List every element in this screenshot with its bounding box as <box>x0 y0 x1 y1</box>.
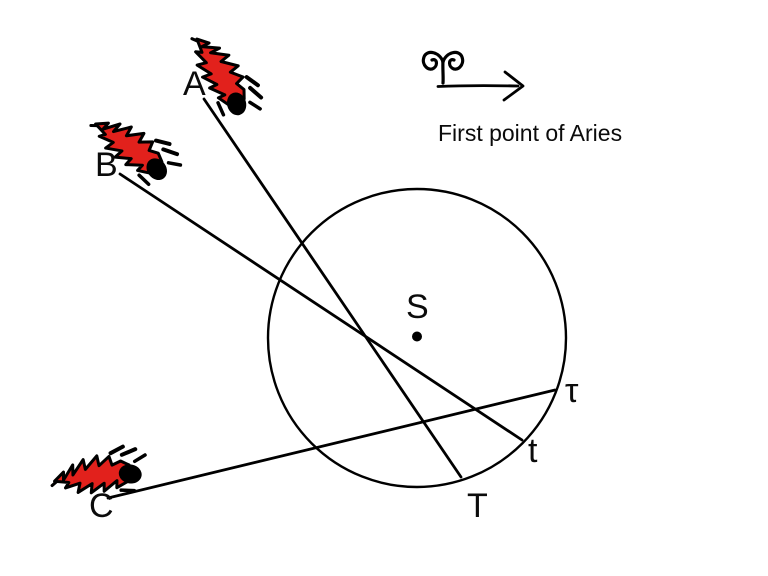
label-comet-a: A <box>183 65 206 103</box>
label-t-small: t <box>528 432 538 470</box>
label-t-capital: T <box>467 487 488 525</box>
comet-c-trajectory <box>106 388 557 500</box>
direction-arrow-icon <box>436 70 525 102</box>
label-comet-b: B <box>95 146 118 184</box>
aries-caption: First point of Aries <box>438 120 623 146</box>
orbit-circle <box>266 187 568 489</box>
sun-dot <box>412 331 422 342</box>
label-sun: S <box>406 288 429 326</box>
label-tau: τ <box>565 372 579 410</box>
label-comet-c: C <box>89 487 114 525</box>
aries-symbol-icon <box>421 50 465 85</box>
comet-b-trajectory <box>118 172 524 442</box>
comet-a-trajectory <box>202 97 463 479</box>
